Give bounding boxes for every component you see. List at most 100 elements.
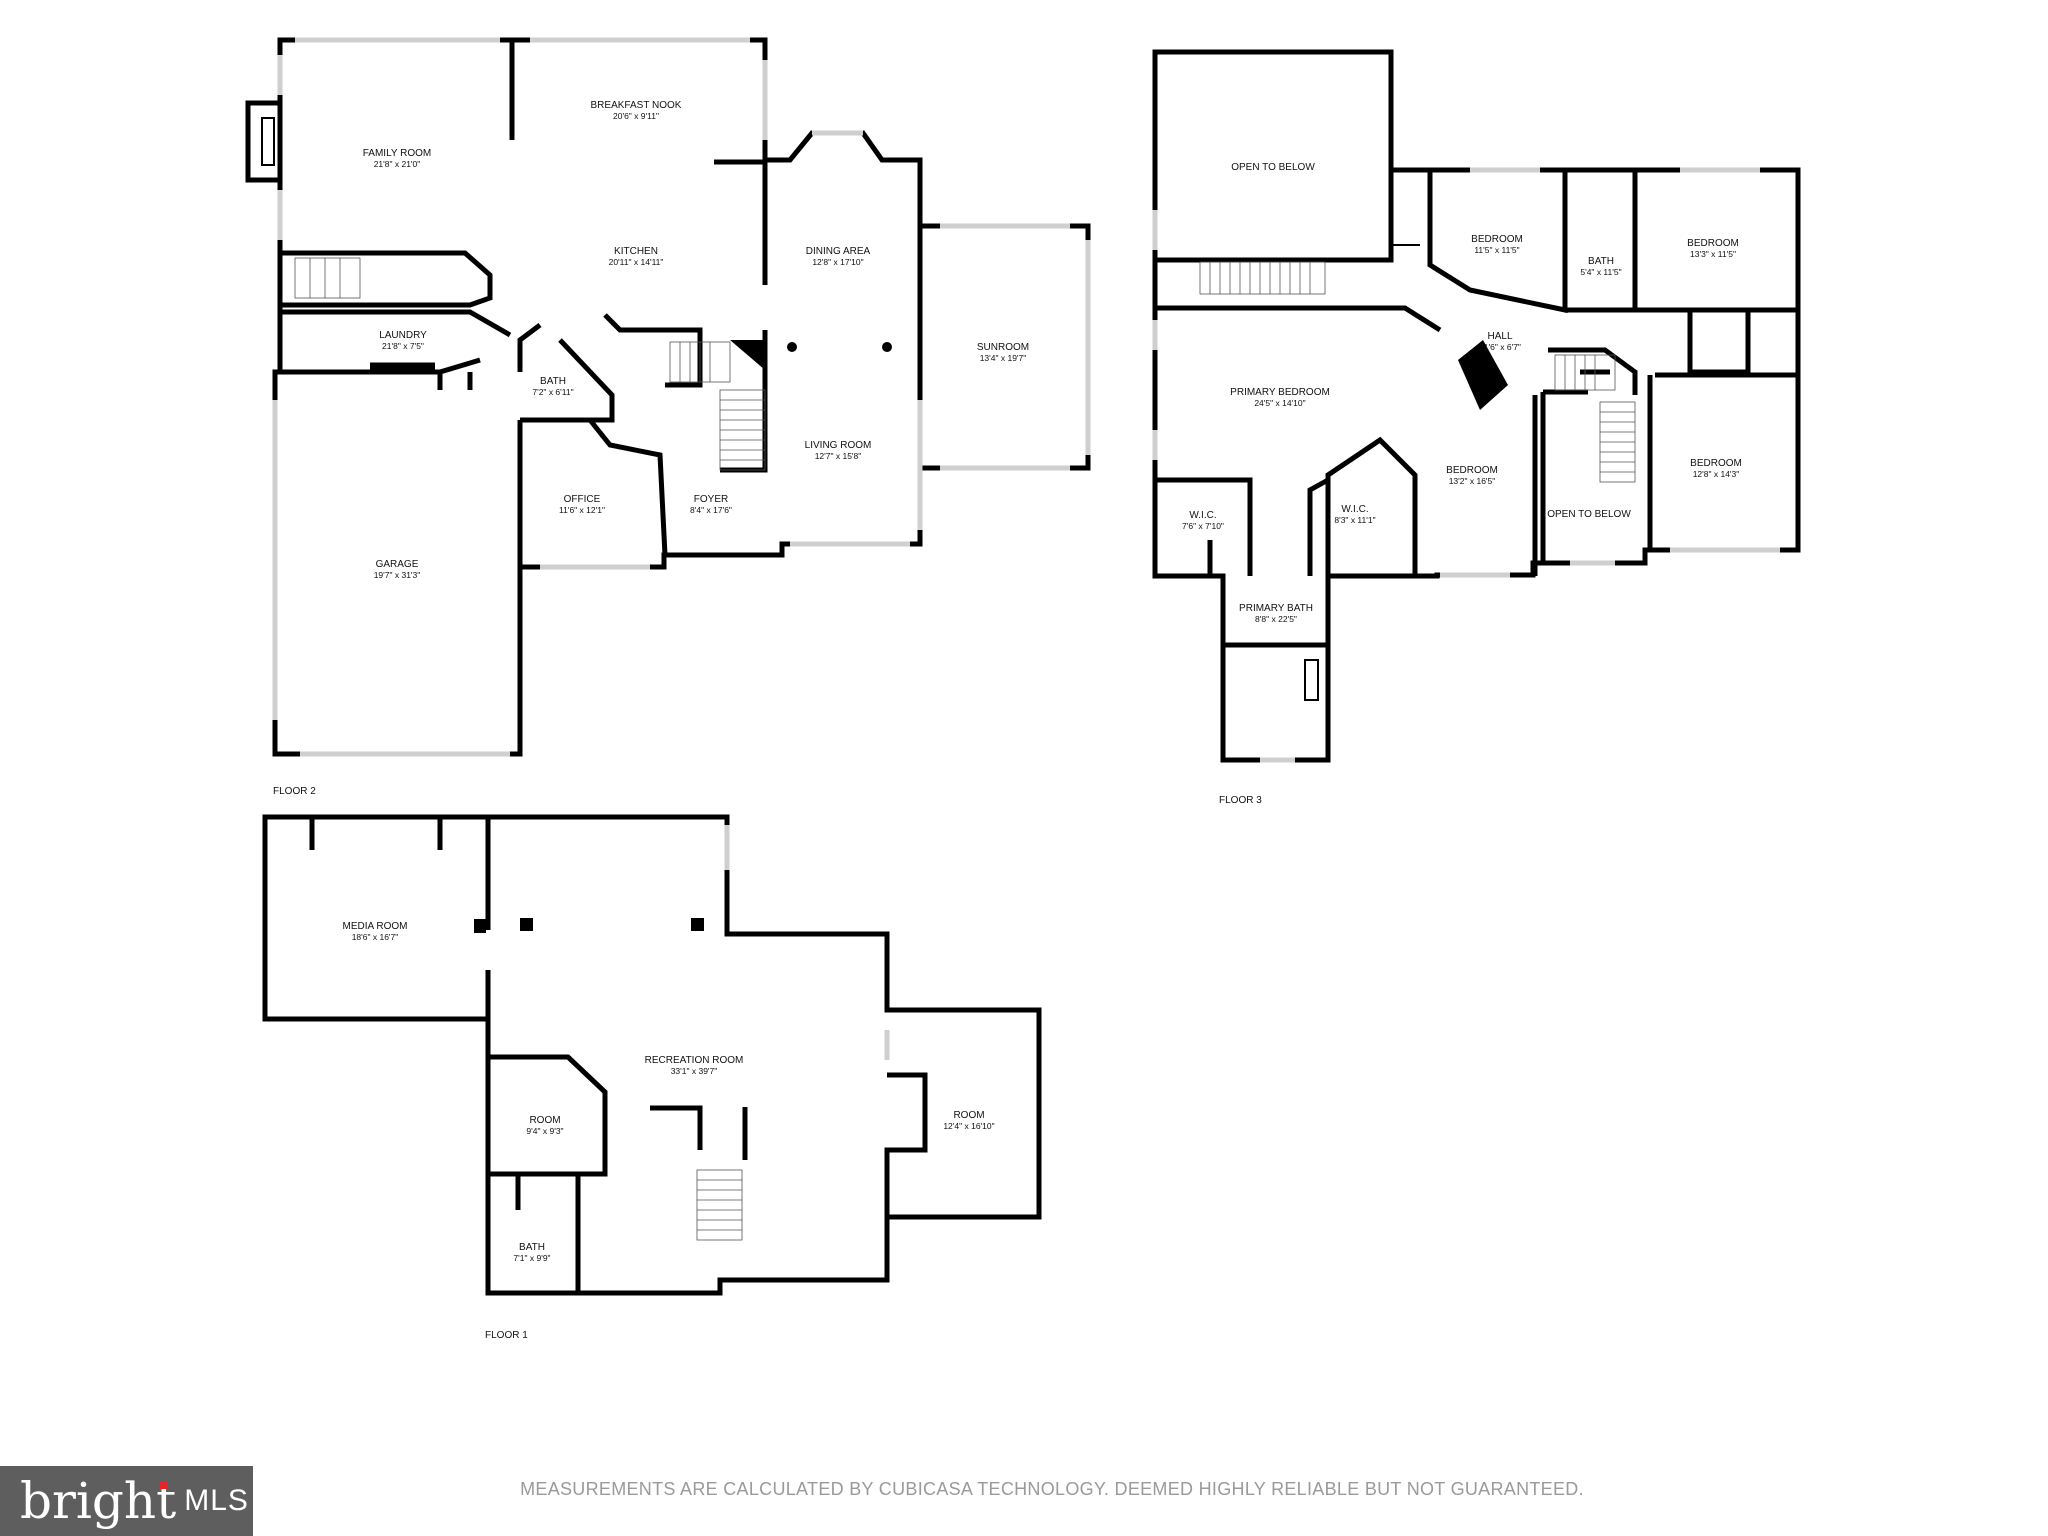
bath-f1-wall	[515, 1174, 581, 1293]
floor-label: FLOOR 3	[1219, 795, 1262, 806]
floor-3-plan: OPEN TO BELOW BEDROOM 11'5" x 11'5" BATH…	[1152, 49, 1801, 806]
room-dimension: 21'8" x 21'0"	[374, 159, 421, 169]
floor-2-windows	[272, 37, 1091, 757]
right-room-wall	[884, 1072, 928, 1217]
room-name: FOYER	[694, 494, 728, 505]
room-name: PRIMARY BATH	[1239, 603, 1313, 614]
room-dimension: 20'6" x 9'11"	[613, 111, 659, 121]
small-room-wall	[488, 1054, 608, 1177]
floor-label: FLOOR 1	[485, 1330, 528, 1341]
room-name: HALL	[1487, 331, 1512, 342]
floor-3-stairs-right	[1554, 354, 1636, 483]
room-name: PRIMARY BEDROOM	[1230, 387, 1330, 398]
logo-accent-icon	[159, 1481, 167, 1489]
post	[520, 918, 533, 931]
bedroom-d-wall	[1647, 372, 1798, 550]
room-name: MEDIA ROOM	[342, 921, 407, 932]
room-dimension: 11'6" x 12'1"	[559, 505, 605, 515]
wic-1-wall	[1155, 477, 1253, 576]
bedroom-c-wall	[1325, 395, 1538, 576]
room-name: LIVING ROOM	[805, 440, 872, 451]
floor-3-windows	[1152, 167, 1780, 763]
room-dimension: 13'3" x 11'5"	[1690, 249, 1736, 259]
bedroom-a-wall	[1427, 170, 1568, 314]
room-name: GARAGE	[376, 559, 419, 570]
room-name: OPEN TO BELOW	[1231, 162, 1315, 173]
floor-3-outline	[1152, 49, 1801, 763]
room-name: DINING AREA	[806, 246, 871, 257]
post	[691, 918, 704, 931]
room-name: SUNROOM	[977, 342, 1029, 353]
logo-suffix: MLS	[184, 1484, 249, 1517]
room-dimension: 7'1" x 9'9"	[513, 1253, 550, 1263]
room-name: BREAKFAST NOOK	[591, 100, 682, 111]
primary-bath-vanity	[1304, 659, 1319, 701]
room-dimension: 13'4" x 19'7"	[980, 353, 1027, 363]
fireplace	[245, 100, 280, 183]
room-name: W.I.C.	[1341, 504, 1368, 515]
logo-brand: bright	[20, 1472, 177, 1530]
room-dimension: 5'4" x 11'5"	[1580, 267, 1621, 277]
room-name: FAMILY ROOM	[363, 148, 432, 159]
room-dimension: 8'3" x 11'1"	[1334, 515, 1375, 525]
room-name: W.I.C.	[1189, 510, 1216, 521]
chimney	[1458, 340, 1508, 410]
floor-3-stairs-left	[1199, 261, 1326, 295]
room-name: KITCHEN	[614, 246, 658, 257]
room-name: LAUNDRY	[379, 330, 427, 341]
bright-mls-logo: bright MLS	[0, 1466, 253, 1536]
column-right	[882, 342, 892, 352]
floor-3-labels: OPEN TO BELOW BEDROOM 11'5" x 11'5" BATH…	[1182, 162, 1742, 806]
bath-f3-wall	[1565, 170, 1638, 313]
room-dimension: 9'4" x 9'3"	[526, 1126, 563, 1136]
floor-1-stairs	[696, 1169, 743, 1241]
fireplace-hearth	[261, 117, 275, 166]
room-dimension: 24'5" x 14'10"	[1254, 398, 1305, 408]
room-dimension: 33'1" x 39'7"	[671, 1066, 718, 1076]
room-dimension: 12'8" x 17'10"	[812, 257, 863, 267]
room-dimension: 12'4" x 16'10"	[943, 1121, 994, 1131]
post	[474, 919, 486, 933]
room-name: BEDROOM	[1690, 458, 1742, 469]
room-dimension: 7'6" x 7'10"	[1182, 521, 1224, 531]
room-dimension: 12'8" x 14'3"	[1693, 469, 1740, 479]
room-dimension: 19'7" x 31'3"	[374, 570, 421, 580]
disclaimer-text: MEASUREMENTS ARE CALCULATED BY CUBICASA …	[520, 1479, 1584, 1499]
room-name: OPEN TO BELOW	[1547, 509, 1631, 520]
column-left	[787, 342, 797, 352]
floor-2-outline	[272, 37, 923, 757]
room-dimension: 12'7" x 15'8"	[815, 451, 862, 461]
floor-1-windows	[724, 825, 890, 1060]
room-name: OFFICE	[564, 494, 601, 505]
room-name: BEDROOM	[1446, 465, 1498, 476]
room-dimension: 21'8" x 7'5"	[382, 341, 424, 351]
room-name: BATH	[1588, 256, 1614, 267]
room-name: ROOM	[529, 1115, 560, 1126]
room-dimension: 11'5" x 11'5"	[1474, 245, 1519, 255]
laundry-closet	[437, 372, 473, 390]
room-name: BEDROOM	[1687, 238, 1739, 249]
open-to-below-2-wall	[1540, 389, 1588, 563]
room-dimension: 20'11" x 14'11"	[609, 257, 664, 267]
room-dimension: 13'2" x 16'5"	[1449, 476, 1496, 486]
wic-2-wall	[1307, 477, 1330, 576]
media-room-closets	[309, 817, 443, 850]
open-to-below-wall	[1155, 170, 1442, 333]
bath-walls	[520, 338, 668, 556]
room-name: BATH	[540, 376, 566, 387]
room-dimension: 7'2" x 6'11"	[532, 387, 573, 397]
floor-1-labels: MEDIA ROOM 18'6" x 16'7" RECREATION ROOM…	[342, 921, 994, 1341]
floor-2-labels: FAMILY ROOM 21'8" x 21'0" BREAKFAST NOOK…	[273, 100, 1029, 797]
room-dimension: 8'4" x 17'6"	[690, 505, 732, 515]
floor-2-plan: FAMILY ROOM 21'8" x 21'0" BREAKFAST NOOK…	[245, 37, 1091, 797]
room-dimension: 21'6" x 6'7"	[1479, 342, 1521, 352]
kitchen-island	[603, 313, 703, 388]
room-name: ROOM	[953, 1110, 984, 1121]
floor-label: FLOOR 2	[273, 786, 316, 797]
room-dimension: 18'6" x 16'7"	[352, 932, 399, 942]
room-dimension: 8'8" x 22'5"	[1255, 614, 1297, 624]
stair-hall-wall	[280, 250, 493, 308]
room-name: BEDROOM	[1471, 234, 1523, 245]
rec-stair-wall	[650, 1105, 748, 1160]
